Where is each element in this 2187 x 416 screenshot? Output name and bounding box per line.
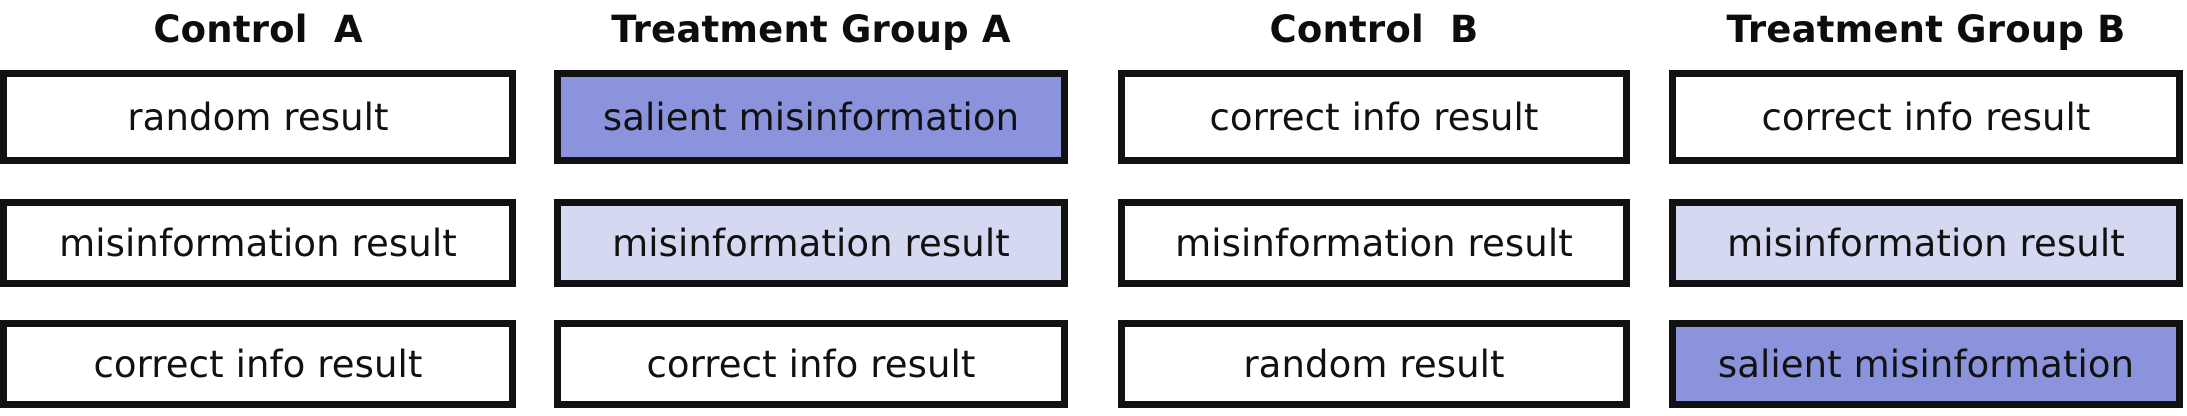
row1-gap-2 bbox=[1068, 70, 1118, 164]
cell-r1-treatment-group-b: correct info result bbox=[1669, 70, 2183, 164]
row2-gap-3 bbox=[1630, 199, 1669, 287]
row3-gap-1 bbox=[516, 320, 554, 408]
column-gap-1 bbox=[516, 0, 554, 62]
cell-r3-treatment-group-b: salient misinformation bbox=[1669, 320, 2183, 408]
row-gap-1-2 bbox=[0, 164, 2183, 199]
row3-gap-2 bbox=[1068, 320, 1118, 408]
row2-gap-2 bbox=[1068, 199, 1118, 287]
cell-r3-treatment-group-a: correct info result bbox=[554, 320, 1068, 408]
column-header-treatment-group-a: Treatment Group A bbox=[611, 7, 1011, 51]
cell-r1-treatment-group-a: salient misinformation bbox=[554, 70, 1068, 164]
cell-r3-control-a: correct info result bbox=[0, 320, 516, 408]
column-header-control-a: Control A bbox=[153, 7, 363, 51]
cell-r2-treatment-group-a: misinformation result bbox=[554, 199, 1068, 287]
row3-gap-3 bbox=[1630, 320, 1669, 408]
column-header-treatment-group-b: Treatment Group B bbox=[1726, 7, 2126, 51]
row1-gap-3 bbox=[1630, 70, 1669, 164]
bottom-margin bbox=[0, 408, 2183, 416]
header-row-gap bbox=[0, 62, 2183, 70]
column-gap-2 bbox=[1068, 0, 1118, 62]
column-header-control-b: Control B bbox=[1269, 7, 1479, 51]
row-gap-2-3 bbox=[0, 287, 2183, 320]
cell-r1-control-b: correct info result bbox=[1118, 70, 1630, 164]
row1-gap-1 bbox=[516, 70, 554, 164]
cell-r2-control-a: misinformation result bbox=[0, 199, 516, 287]
cell-r2-control-b: misinformation result bbox=[1118, 199, 1630, 287]
row2-gap-1 bbox=[516, 199, 554, 287]
cell-r2-treatment-group-b: misinformation result bbox=[1669, 199, 2183, 287]
cell-r1-control-a: random result bbox=[0, 70, 516, 164]
column-gap-3 bbox=[1630, 0, 1669, 62]
cell-r3-control-b: random result bbox=[1118, 320, 1630, 408]
